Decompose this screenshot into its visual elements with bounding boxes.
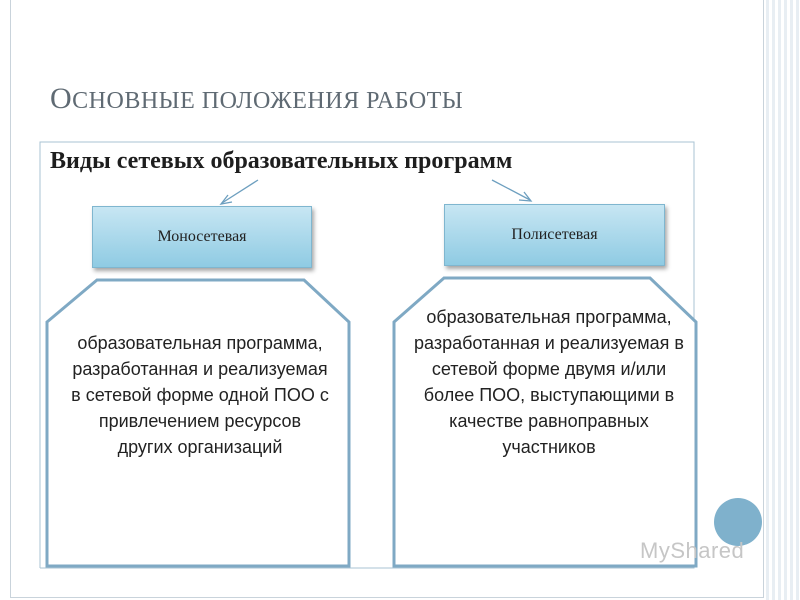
definition-shape-left: [45, 278, 351, 568]
accent-dot: [714, 498, 762, 546]
diagram-heading: Виды сетевых образовательных программ: [50, 148, 513, 174]
type-box-polisetevaya: Полисетевая: [444, 204, 665, 266]
title-initial: О: [50, 82, 73, 115]
definition-shape-right: [392, 276, 698, 568]
arrow-left: [221, 179, 259, 204]
arrow-right-head: [518, 191, 533, 202]
slide-frame: [10, 0, 764, 598]
slide-title: ОСНОВНЫЕ ПОЛОЖЕНИЯ РАБОТЫ: [50, 82, 463, 116]
definition-text-right: образовательная программа, разработанная…: [414, 307, 684, 457]
type-label-left: Моносетевая: [157, 228, 247, 245]
watermark-text: MyShared: [640, 538, 745, 563]
arrow-left-head: [219, 194, 233, 205]
type-label-right: Полисетевая: [511, 226, 598, 243]
title-rest: СНОВНЫЕ ПОЛОЖЕНИЯ РАБОТЫ: [72, 88, 464, 114]
content-frame: [39, 141, 695, 569]
type-box-monosetevaya: Моносетевая: [92, 206, 312, 268]
decorative-stripes: [766, 0, 800, 600]
arrow-right: [491, 179, 531, 201]
definition-text-left: образовательная программа, разработанная…: [71, 333, 329, 457]
